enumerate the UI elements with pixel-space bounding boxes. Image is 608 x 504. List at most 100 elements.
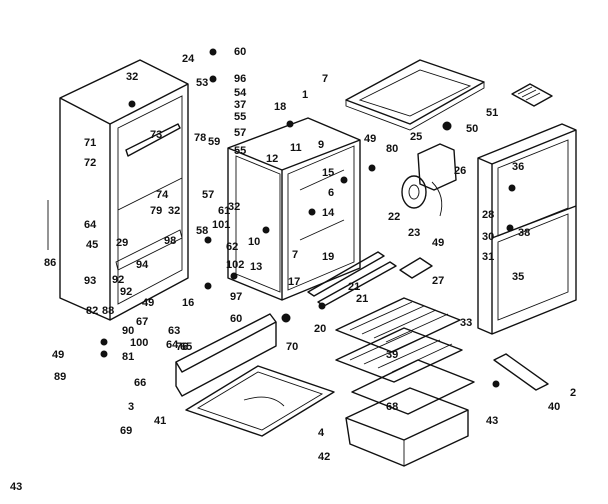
callout-60: 60 xyxy=(230,313,242,325)
crisper-drawer xyxy=(345,387,469,467)
callout-12: 12 xyxy=(266,153,278,165)
callout-70: 70 xyxy=(286,341,298,353)
callout-68: 68 xyxy=(386,401,398,413)
callout-30: 30 xyxy=(482,231,494,243)
callout-11: 11 xyxy=(290,142,302,154)
callout-43: 43 xyxy=(486,415,498,427)
callout-6: 6 xyxy=(328,187,334,199)
callout-45: 45 xyxy=(86,239,98,251)
callout-19: 19 xyxy=(322,251,334,263)
callout-29: 29 xyxy=(116,237,128,249)
callout-92: 92 xyxy=(112,274,124,286)
callout-92: 92 xyxy=(120,286,132,298)
callout-37: 37 xyxy=(234,99,246,111)
fasteners xyxy=(100,48,516,358)
callout-36: 36 xyxy=(512,161,524,173)
callout-22: 22 xyxy=(388,211,400,223)
callout-54: 54 xyxy=(234,87,247,99)
callout-20: 20 xyxy=(314,323,326,335)
callout-14: 14 xyxy=(322,207,335,219)
callout-51: 51 xyxy=(486,107,498,119)
callout-63: 63 xyxy=(168,325,180,337)
callout-100: 100 xyxy=(130,337,148,349)
callout-57: 57 xyxy=(202,189,214,201)
shelf-bracket xyxy=(492,353,549,391)
callout-97: 97 xyxy=(230,291,242,303)
callout-61: 61 xyxy=(218,205,230,217)
refrigerator-door xyxy=(477,123,577,335)
callout-69: 69 xyxy=(120,425,132,437)
fan-motor-assembly xyxy=(401,143,457,217)
callout-64: 64 xyxy=(166,339,179,351)
callout-72: 72 xyxy=(84,157,96,169)
callout-27: 27 xyxy=(432,275,444,287)
callout-49: 49 xyxy=(52,349,64,361)
callout-90: 90 xyxy=(122,325,134,337)
callout-73: 73 xyxy=(150,129,162,141)
callout-81: 81 xyxy=(122,351,134,363)
callout-66: 66 xyxy=(134,377,146,389)
callout-41: 41 xyxy=(154,415,166,427)
callout-79: 79 xyxy=(150,205,162,217)
callout-39: 39 xyxy=(386,349,398,361)
base-grille-panel xyxy=(175,313,277,397)
drain-pan xyxy=(185,365,335,437)
callout-24: 24 xyxy=(182,53,195,65)
callout-32: 32 xyxy=(168,205,180,217)
callout-64: 64 xyxy=(84,219,97,231)
callout-53: 53 xyxy=(196,77,208,89)
callout-50: 50 xyxy=(466,123,478,135)
callout-65: 65 xyxy=(180,341,192,353)
cabinet-shell xyxy=(47,59,189,321)
callout-49: 49 xyxy=(364,133,376,145)
grille-part xyxy=(511,83,553,107)
callout-7: 7 xyxy=(322,73,328,85)
callout-38: 38 xyxy=(518,227,530,239)
callout-32: 32 xyxy=(228,201,240,213)
callout-59: 59 xyxy=(208,136,220,148)
callout-25: 25 xyxy=(410,131,422,143)
callout-88: 88 xyxy=(102,305,114,317)
callout-94: 94 xyxy=(136,259,149,271)
callout-13: 13 xyxy=(250,261,262,273)
callout-96: 96 xyxy=(234,73,246,85)
callout-23: 23 xyxy=(408,227,420,239)
callout-57: 57 xyxy=(234,127,246,139)
callout-78: 78 xyxy=(194,132,206,144)
callout-60: 60 xyxy=(234,46,246,58)
callout-4: 4 xyxy=(318,427,325,439)
callout-98: 98 xyxy=(164,235,176,247)
top-shelf-tray xyxy=(345,59,485,131)
callout-101: 101 xyxy=(212,219,230,231)
callout-26: 26 xyxy=(454,165,466,177)
callout-28: 28 xyxy=(482,209,494,221)
callout-74: 74 xyxy=(156,189,169,201)
callout-102: 102 xyxy=(226,259,244,271)
glass-shelf xyxy=(351,359,475,415)
callout-16: 16 xyxy=(182,297,194,309)
callout-33: 33 xyxy=(460,317,472,329)
callout-93: 93 xyxy=(84,275,96,287)
callout-31: 31 xyxy=(482,251,494,263)
callout-55: 55 xyxy=(234,145,246,157)
callout-42: 42 xyxy=(318,451,330,463)
callout-40: 40 xyxy=(548,401,560,413)
wire-shelves xyxy=(335,297,463,383)
callout-55: 55 xyxy=(234,111,246,123)
callout-15: 15 xyxy=(322,167,334,179)
callout-35: 35 xyxy=(512,271,524,283)
callout-1: 1 xyxy=(302,89,308,101)
callout-17: 17 xyxy=(288,276,300,288)
callout-18: 18 xyxy=(274,101,286,113)
callout-32: 32 xyxy=(126,71,138,83)
callout-58: 58 xyxy=(196,225,208,237)
callout-21: 21 xyxy=(348,281,360,293)
callout-49: 49 xyxy=(432,237,444,249)
callout-43: 43 xyxy=(10,481,22,493)
callout-80: 80 xyxy=(386,143,398,155)
callout-82: 82 xyxy=(86,305,98,317)
callout-71: 71 xyxy=(84,137,96,149)
callout-89: 89 xyxy=(54,371,66,383)
